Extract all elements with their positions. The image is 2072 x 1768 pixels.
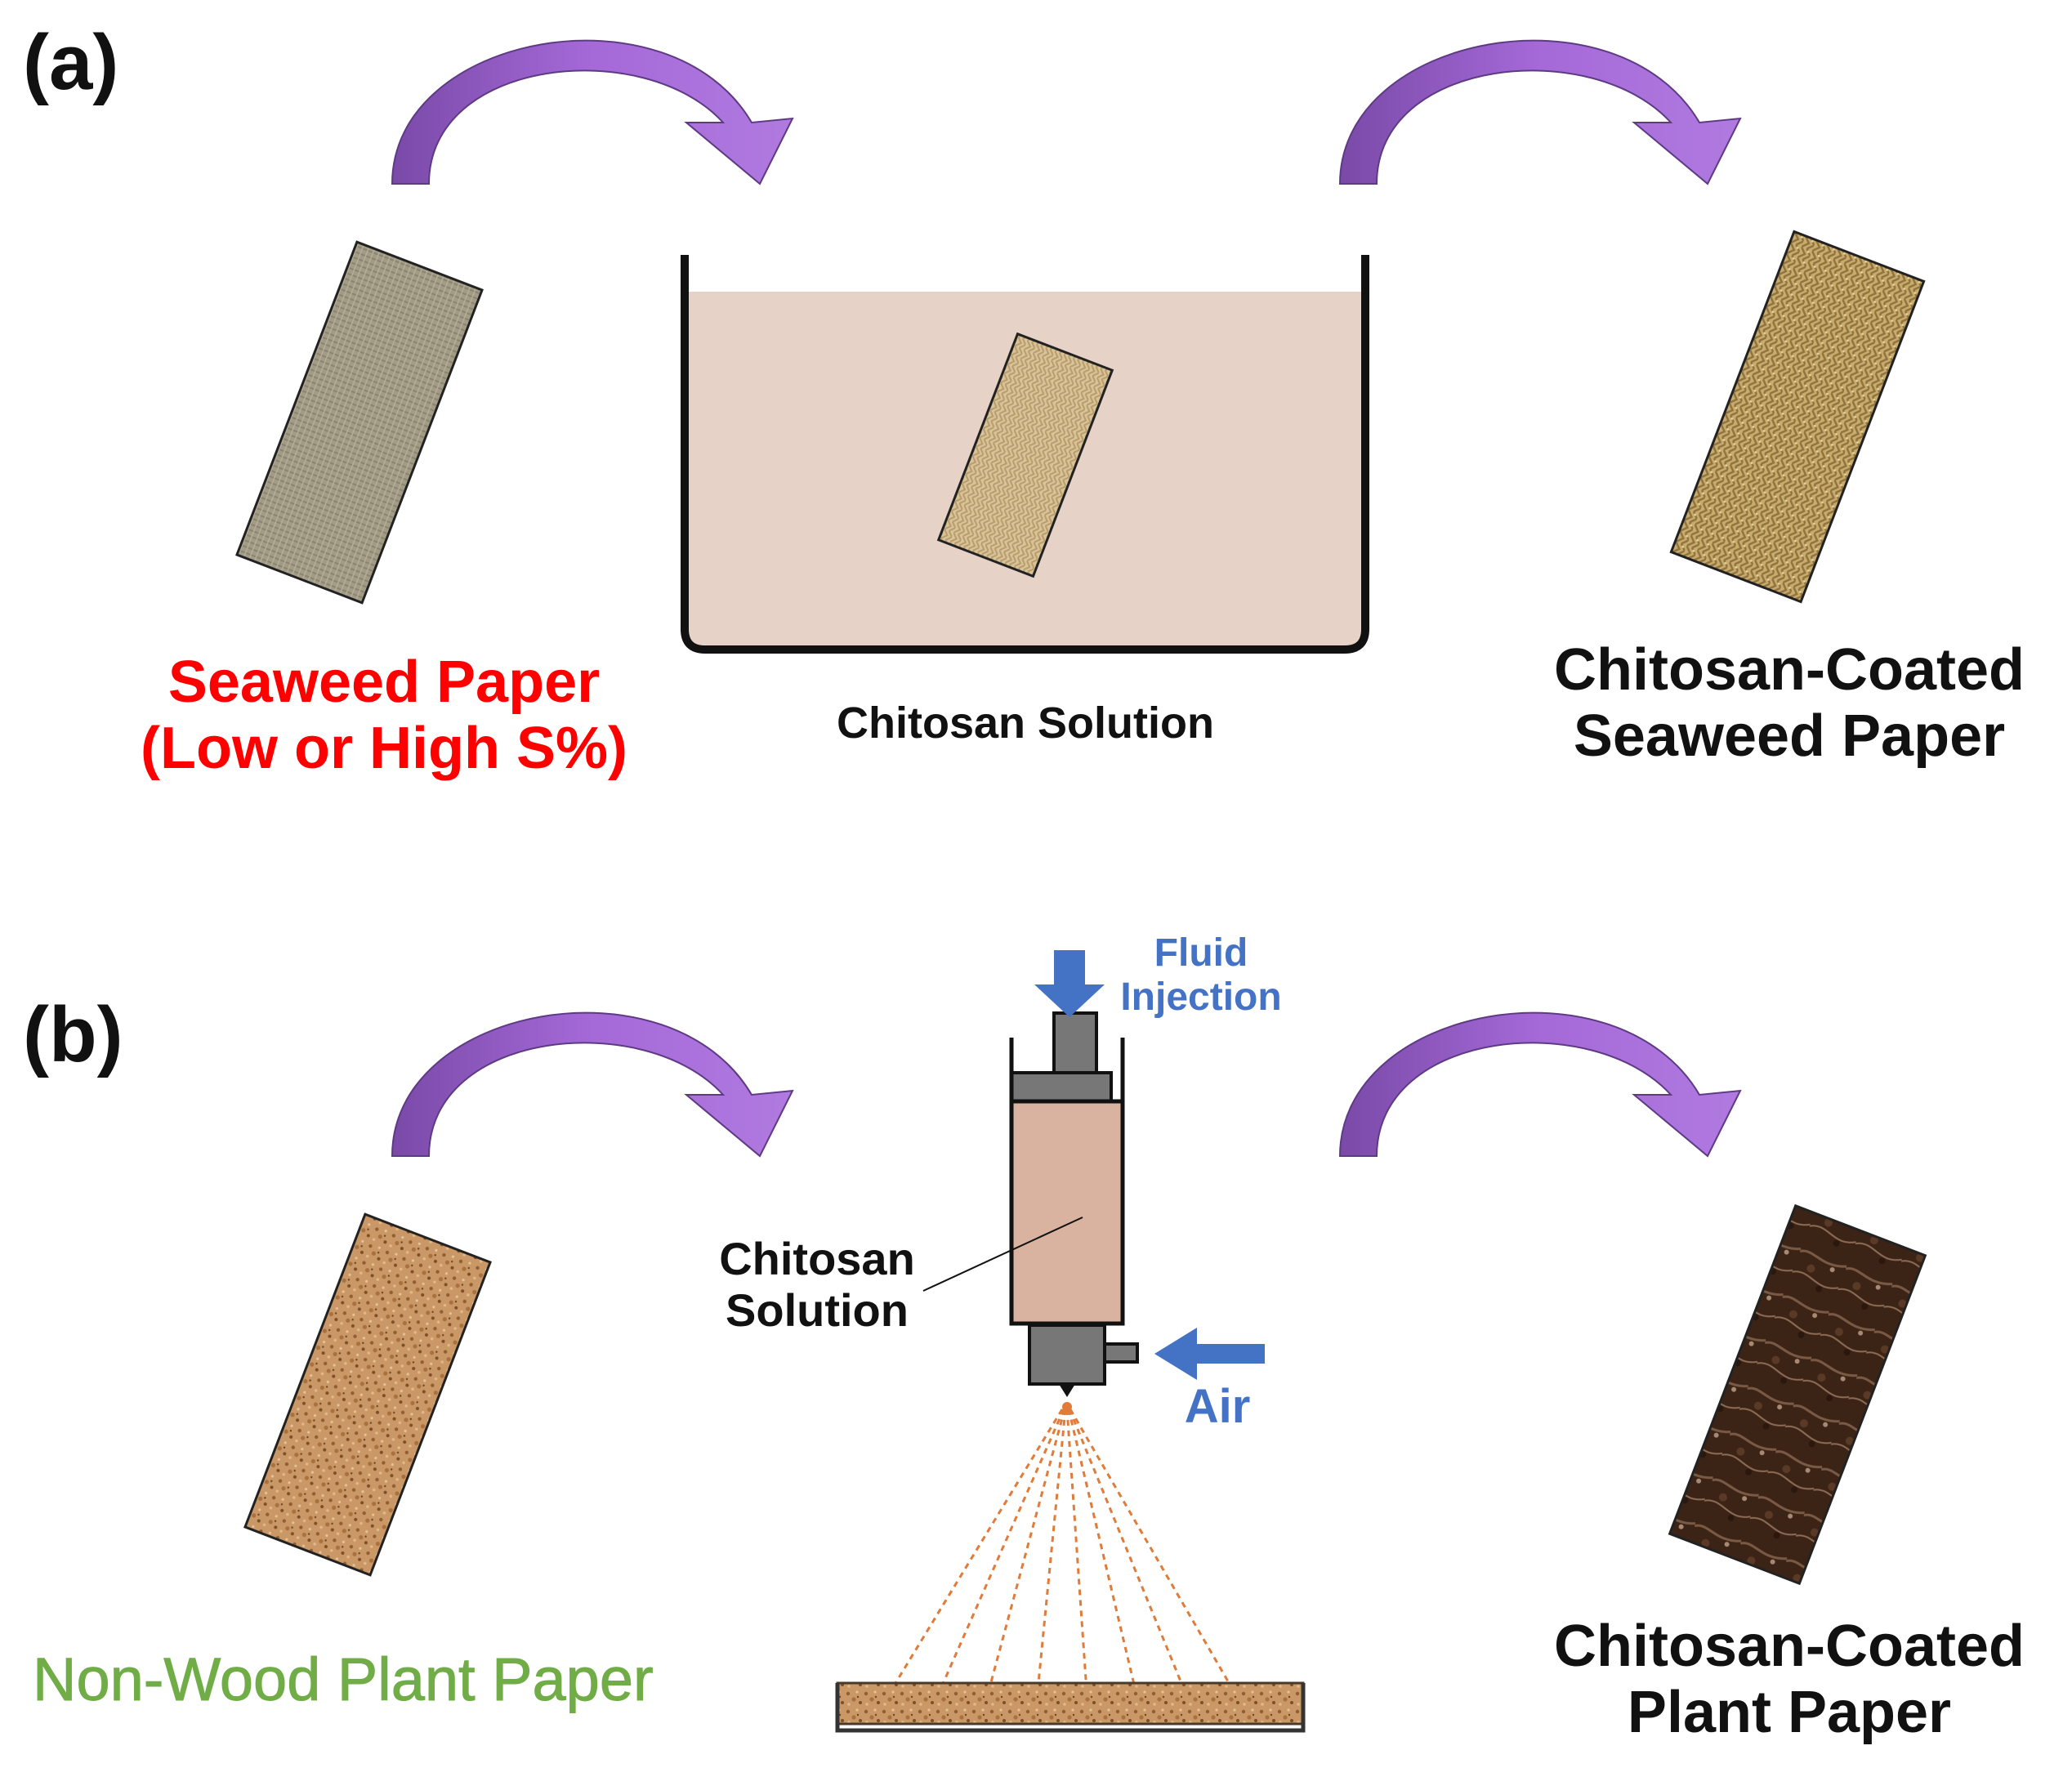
curved-arrow-icon (391, 1011, 794, 1158)
paper-strip-icon (243, 1212, 492, 1577)
panel-a-label: (a) (23, 19, 119, 106)
paper-strip-icon (1668, 1203, 1927, 1586)
spray-icon (889, 1409, 1235, 1692)
chitosan-solution-bath-label: Chitosan Solution (837, 699, 1214, 748)
chitosan-solution-syringe-label-line1: Chitosan (719, 1233, 915, 1284)
air-label: Air (1184, 1380, 1251, 1433)
seaweed-paper-label-line2: (Low or High S%) (141, 715, 627, 781)
coated-seaweed-paper-label-line2: Seaweed Paper (1573, 703, 2006, 769)
coated-plant-paper-label: Chitosan-Coated Plant Paper (1520, 1614, 2059, 1745)
curved-arrow-icon (1338, 1011, 1742, 1158)
tray-icon (835, 1681, 1306, 1733)
coated-seaweed-paper-label: Chitosan-Coated Seaweed Paper (1520, 637, 2059, 769)
chitosan-solution-syringe-label: Chitosan Solution (686, 1233, 948, 1336)
fluid-injection-label-line2: Injection (1120, 975, 1282, 1019)
spray-gun-icon (922, 1011, 1139, 1397)
non-wood-plant-paper-label: Non-Wood Plant Paper (33, 1645, 654, 1714)
curved-arrow-icon (391, 39, 794, 185)
seaweed-paper-label-line1: Seaweed Paper (167, 650, 601, 715)
fluid-injection-label: Fluid Injection (1103, 931, 1299, 1020)
down-arrow-icon (1034, 950, 1105, 1017)
panel-b-label: (b) (23, 991, 123, 1078)
curved-arrow-icon (1338, 39, 1742, 185)
paper-strip-icon (936, 332, 1114, 578)
coated-plant-paper-label-line2: Plant Paper (1627, 1679, 1952, 1745)
chitosan-solution-syringe-label-line2: Solution (726, 1284, 909, 1336)
left-arrow-icon (1154, 1328, 1265, 1380)
coated-seaweed-paper-label-line1: Chitosan-Coated (1554, 637, 2025, 703)
seaweed-paper-label: Seaweed Paper (Low or High S%) (106, 650, 662, 781)
fluid-injection-label-line1: Fluid (1154, 931, 1248, 975)
paper-strip-icon (235, 240, 484, 605)
paper-strip-icon (1669, 230, 1926, 604)
coated-plant-paper-label-line1: Chitosan-Coated (1554, 1614, 2025, 1679)
